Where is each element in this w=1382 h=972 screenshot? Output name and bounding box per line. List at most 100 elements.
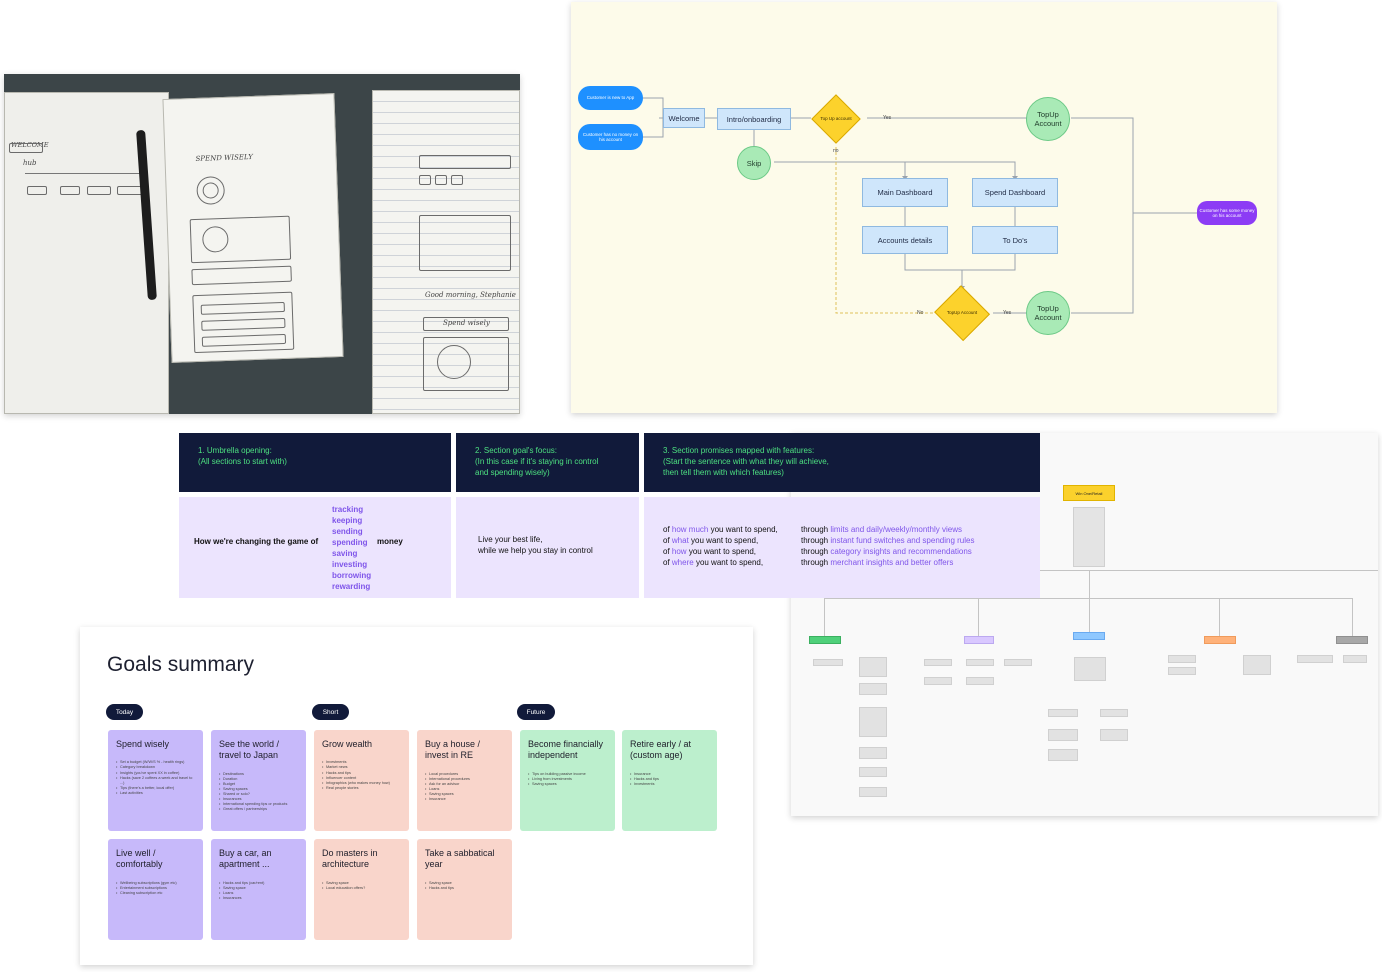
sitemap-node bbox=[1243, 655, 1271, 675]
flow-main-dashboard: Main Dashboard bbox=[862, 178, 948, 207]
goal-card[interactable]: Live well / comfortably Wellbeing subscr… bbox=[108, 839, 203, 940]
goal-items: DestinationsDurationBudgetSaving spacesS… bbox=[219, 772, 298, 813]
sitemap-node bbox=[924, 677, 952, 685]
goal-item: Local education offers? bbox=[322, 886, 401, 891]
goal-item: Local procedures bbox=[425, 772, 504, 777]
umbrella-verb: keeping bbox=[332, 516, 363, 525]
goal-item: Hacks and tips (car/rent) bbox=[219, 881, 298, 886]
goal-card[interactable]: Spend wisely Set a budget (W/W/S % - hea… bbox=[108, 730, 203, 831]
flow-connectors bbox=[643, 97, 1198, 314]
goal-item: Infographics (who makes money how) bbox=[322, 781, 401, 786]
flow-spend-dashboard: Spend Dashboard bbox=[972, 178, 1058, 207]
goal-item: Cleaning subscription etc bbox=[116, 891, 195, 896]
goal-title: Do masters in architecture bbox=[322, 848, 378, 870]
sitemap-node bbox=[813, 659, 843, 666]
messaging-promises-cell: of how much you want to spend, of what y… bbox=[644, 497, 1040, 598]
goal-title: Take a sabbatical year bbox=[425, 848, 495, 870]
sitemap-branch-1 bbox=[809, 636, 841, 644]
messaging-header-3: 3. Section promises mapped with features… bbox=[644, 433, 1040, 492]
umbrella-verb: borrowing bbox=[332, 571, 372, 580]
goal-card[interactable]: Buy a house / invest in RE Local procedu… bbox=[417, 730, 512, 831]
flow-start-no-money: Customer has no money on his account bbox=[578, 124, 643, 150]
goal-card[interactable]: Become financially independent Tips on b… bbox=[520, 730, 615, 831]
goal-title: Spend wisely bbox=[116, 739, 170, 749]
umbrella-verb: rewarding bbox=[332, 582, 371, 591]
goal-item: Saving spaces bbox=[219, 787, 298, 792]
goal-items: Local proceduresInternational procedures… bbox=[425, 772, 504, 803]
goal-items: Hacks and tips (car/rent)Saving spaceLoa… bbox=[219, 881, 298, 902]
goal-item: Saving space bbox=[219, 886, 298, 891]
goal-card[interactable]: Take a sabbatical year Saving spaceHacks… bbox=[417, 839, 512, 940]
goal-item: Insurance bbox=[425, 797, 504, 802]
flow-accounts-details: Accounts details bbox=[862, 226, 948, 254]
user-flow-diagram: Customer is new to App Customer has no m… bbox=[571, 2, 1277, 413]
promise-line: of what you want to spend, bbox=[663, 536, 759, 545]
sitemap-node bbox=[966, 677, 994, 685]
umbrella-verb: tracking bbox=[332, 505, 364, 514]
sitemap-node bbox=[859, 747, 887, 759]
goal-items: InvestmentsMarket newsHacks and tipsInfl… bbox=[322, 760, 401, 791]
flow-topup-decision-2-label: TopUp Account bbox=[946, 310, 978, 316]
goal-items: Set a budget (W/W/S % - health rings)Cat… bbox=[116, 760, 195, 796]
goal-items: Saving spaceLocal education offers? bbox=[322, 881, 401, 891]
feature-line: through instant fund switches and spendi… bbox=[801, 536, 975, 545]
flow-start-new-customer: Customer is new to App bbox=[578, 86, 643, 110]
goal-item: Saving space bbox=[322, 881, 401, 886]
feature-line: through merchant insights and better off… bbox=[801, 558, 954, 567]
focus-line: while we help you stay in control bbox=[478, 546, 593, 555]
goal-item: International spending tips or products bbox=[219, 802, 298, 807]
goal-card[interactable]: Grow wealth InvestmentsMarket newsHacks … bbox=[314, 730, 409, 831]
goal-item: Saving spaces bbox=[528, 782, 607, 787]
umbrella-verb: investing bbox=[332, 560, 368, 569]
goal-item: International procedures bbox=[425, 777, 504, 782]
sitemap-node bbox=[859, 767, 887, 777]
sketch-notebook-left: SPEND WISELY bbox=[162, 93, 344, 363]
goal-card[interactable]: Retire early / at (custom age) Insurance… bbox=[622, 730, 717, 831]
goal-item: Budget bbox=[219, 782, 298, 787]
goal-title: Become financially independent bbox=[528, 739, 604, 761]
flow-topup-account-1: TopUp Account bbox=[1026, 97, 1070, 141]
sitemap-root: Win One/Retail bbox=[1063, 485, 1115, 501]
sitemap-node bbox=[1048, 709, 1078, 717]
goal-item: Insurances bbox=[219, 797, 298, 802]
sitemap-node bbox=[1048, 729, 1078, 741]
goals-title: Goals summary bbox=[107, 653, 255, 676]
sketch-note: WELCOME bbox=[11, 141, 49, 149]
goal-item: Loans bbox=[219, 891, 298, 896]
flow-topup-decision-1: Top Up account bbox=[811, 94, 861, 144]
goal-card[interactable]: Do masters in architecture Saving spaceL… bbox=[314, 839, 409, 940]
goal-items: Saving spaceHacks and tips bbox=[425, 881, 504, 891]
features-list: through limits and daily/weekly/monthly … bbox=[801, 524, 974, 568]
flow-topup-decision-2: TopUp Account bbox=[933, 285, 991, 341]
goal-item: Real people stories bbox=[322, 786, 401, 791]
goal-item: Investments bbox=[630, 782, 709, 787]
goal-item: Saving spaces bbox=[425, 792, 504, 797]
goal-item: Market news bbox=[322, 765, 401, 770]
umbrella-verb: spending bbox=[332, 538, 368, 547]
goal-title: Live well / comfortably bbox=[116, 848, 163, 870]
goal-item: Loans bbox=[425, 787, 504, 792]
goal-items: Wellbeing subscriptions (gym etc)Enterta… bbox=[116, 881, 195, 897]
promise-line: of how you want to spend, bbox=[663, 547, 756, 556]
goal-item: Hacks and tips bbox=[425, 886, 504, 891]
goal-title: Grow wealth bbox=[322, 739, 373, 749]
goal-card[interactable]: See the world / travel to Japan Destinat… bbox=[211, 730, 306, 831]
goal-item: Duration bbox=[219, 777, 298, 782]
flow-topup-account-2: TopUp Account bbox=[1026, 291, 1070, 335]
focus-line: Live your best life, bbox=[478, 535, 543, 544]
sketch-photo: WELCOME hub SPEND WISELY Good morning, S… bbox=[4, 74, 520, 414]
sketch-note: Good morning, Stephanie bbox=[425, 291, 516, 299]
goal-item: Shared or solo? bbox=[219, 792, 298, 797]
sitemap-node bbox=[924, 659, 952, 666]
sitemap-node bbox=[1168, 667, 1196, 675]
goal-item: Saving space bbox=[425, 881, 504, 886]
tag-today: Today bbox=[106, 704, 143, 720]
messaging-header-2: 2. Section goal's focus: (In this case i… bbox=[456, 433, 639, 492]
goal-card[interactable]: Buy a car, an apartment ... Hacks and ti… bbox=[211, 839, 306, 940]
sitemap-node bbox=[859, 657, 887, 677]
sitemap-node bbox=[1074, 657, 1106, 681]
goal-items: Tips on building passive incomeLiving fr… bbox=[528, 772, 607, 788]
goal-item: Tips on building passive income bbox=[528, 772, 607, 777]
promise-line: of where you want to spend, bbox=[663, 558, 764, 567]
sitemap-node bbox=[1343, 655, 1367, 663]
